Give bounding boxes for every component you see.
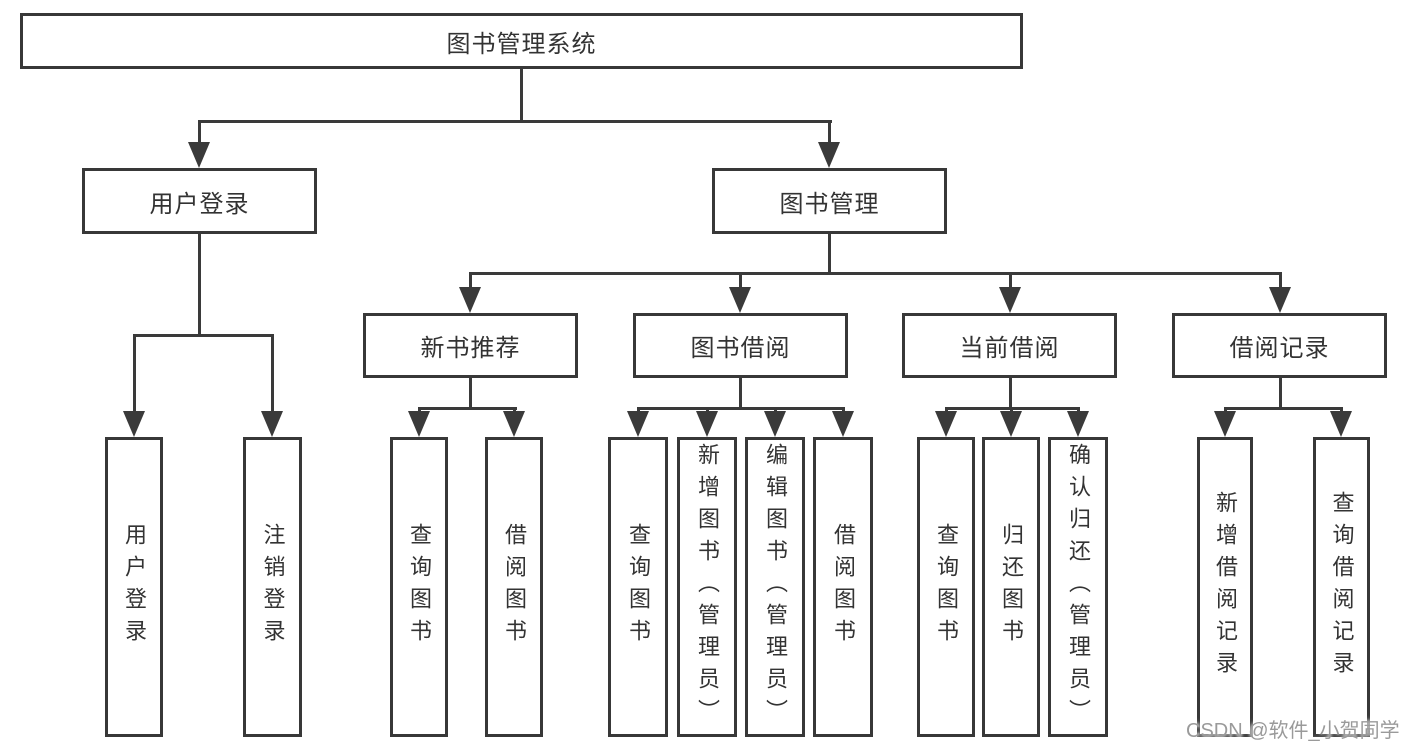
node-label: 图书管理 <box>779 190 880 218</box>
leaf-label: 注销登录 <box>260 523 286 651</box>
leaf-records-query-record: 查询借阅记录 <box>1313 437 1370 737</box>
leaf-label: 查询图书 <box>934 523 959 651</box>
arrow-down-icon <box>1330 411 1352 437</box>
leaf-label: 归还图书 <box>999 523 1024 651</box>
connector-line <box>133 334 274 337</box>
connector-line <box>198 232 201 337</box>
leaf-recommend-borrow-books: 借阅图书 <box>485 437 543 737</box>
arrow-down-icon <box>1269 287 1291 313</box>
node-label: 图书管理系统 <box>446 30 597 58</box>
leaf-user-login: 用户登录 <box>105 437 163 737</box>
arrow-down-icon <box>764 411 786 437</box>
arrow-down-icon <box>832 411 854 437</box>
arrow-down-icon <box>459 287 481 313</box>
node-current-borrowing: 当前借阅 <box>902 313 1117 378</box>
connector-line <box>1279 272 1282 290</box>
leaf-label: 查询图书 <box>626 523 651 651</box>
connector-line <box>1009 376 1012 409</box>
arrow-down-icon <box>627 411 649 437</box>
connector-line <box>1009 272 1012 290</box>
arrow-down-icon <box>123 411 145 437</box>
node-borrow-records: 借阅记录 <box>1172 313 1387 378</box>
leaf-label: 编辑图书（管理员） <box>763 443 788 731</box>
leaf-current-confirm-return-admin: 确认归还（管理员） <box>1048 437 1108 737</box>
arrow-down-icon <box>503 411 525 437</box>
csdn-watermark: CSDN @软件_小贺同学 <box>1186 720 1400 742</box>
arrow-down-icon <box>1067 411 1089 437</box>
node-label: 用户登录 <box>149 190 250 218</box>
arrow-down-icon <box>1214 411 1236 437</box>
leaf-records-add-record: 新增借阅记录 <box>1197 437 1253 737</box>
leaf-borrowing-query-books: 查询图书 <box>608 437 668 737</box>
connector-line <box>418 407 517 410</box>
leaf-label: 新增图书（管理员） <box>695 443 720 731</box>
leaf-current-return-books: 归还图书 <box>982 437 1040 737</box>
leaf-label: 借阅图书 <box>502 523 527 651</box>
arrow-down-icon <box>818 142 840 168</box>
arrow-down-icon <box>729 287 751 313</box>
connector-line <box>469 376 472 409</box>
node-book-borrowing: 图书借阅 <box>633 313 848 378</box>
leaf-borrowing-add-books-admin: 新增图书（管理员） <box>677 437 737 737</box>
node-label: 当前借阅 <box>959 335 1060 362</box>
leaf-borrowing-edit-books-admin: 编辑图书（管理员） <box>745 437 805 737</box>
leaf-label: 借阅图书 <box>831 523 856 651</box>
leaf-label: 新增借阅记录 <box>1213 491 1238 683</box>
node-label: 新书推荐 <box>420 335 521 362</box>
connector-line <box>828 120 831 148</box>
leaf-label: 查询图书 <box>407 523 432 651</box>
arrow-down-icon <box>999 287 1021 313</box>
connector-line <box>133 334 136 414</box>
node-label: 借阅记录 <box>1229 335 1330 362</box>
arrow-down-icon <box>935 411 957 437</box>
node-user-login: 用户登录 <box>82 168 317 234</box>
connector-line <box>1279 376 1282 409</box>
leaf-label: 查询借阅记录 <box>1329 491 1355 683</box>
leaf-label: 确认归还（管理员） <box>1066 443 1091 731</box>
connector-line <box>637 407 845 410</box>
connector-line <box>469 272 1282 275</box>
arrow-down-icon <box>261 411 283 437</box>
arrow-down-icon <box>188 142 210 168</box>
connector-line <box>469 272 472 290</box>
connector-line <box>271 334 274 414</box>
leaf-recommend-query-books: 查询图书 <box>390 437 448 737</box>
connector-line <box>1224 407 1343 410</box>
leaf-logout: 注销登录 <box>243 437 302 737</box>
leaf-label: 用户登录 <box>122 523 147 651</box>
node-book-management: 图书管理 <box>712 168 947 234</box>
node-new-book-recommend: 新书推荐 <box>363 313 578 378</box>
connector-line <box>198 120 201 148</box>
leaf-borrowing-borrow-books: 借阅图书 <box>813 437 873 737</box>
node-library-management-system: 图书管理系统 <box>20 13 1023 69</box>
arrow-down-icon <box>408 411 430 437</box>
connector-line <box>739 272 742 290</box>
connector-line <box>828 232 831 275</box>
arrow-down-icon <box>1000 411 1022 437</box>
node-label: 图书借阅 <box>690 335 791 362</box>
arrow-down-icon <box>696 411 718 437</box>
connector-line <box>520 68 523 123</box>
leaf-current-query-books: 查询图书 <box>917 437 975 737</box>
connector-line <box>199 120 832 123</box>
connector-line <box>739 376 742 409</box>
